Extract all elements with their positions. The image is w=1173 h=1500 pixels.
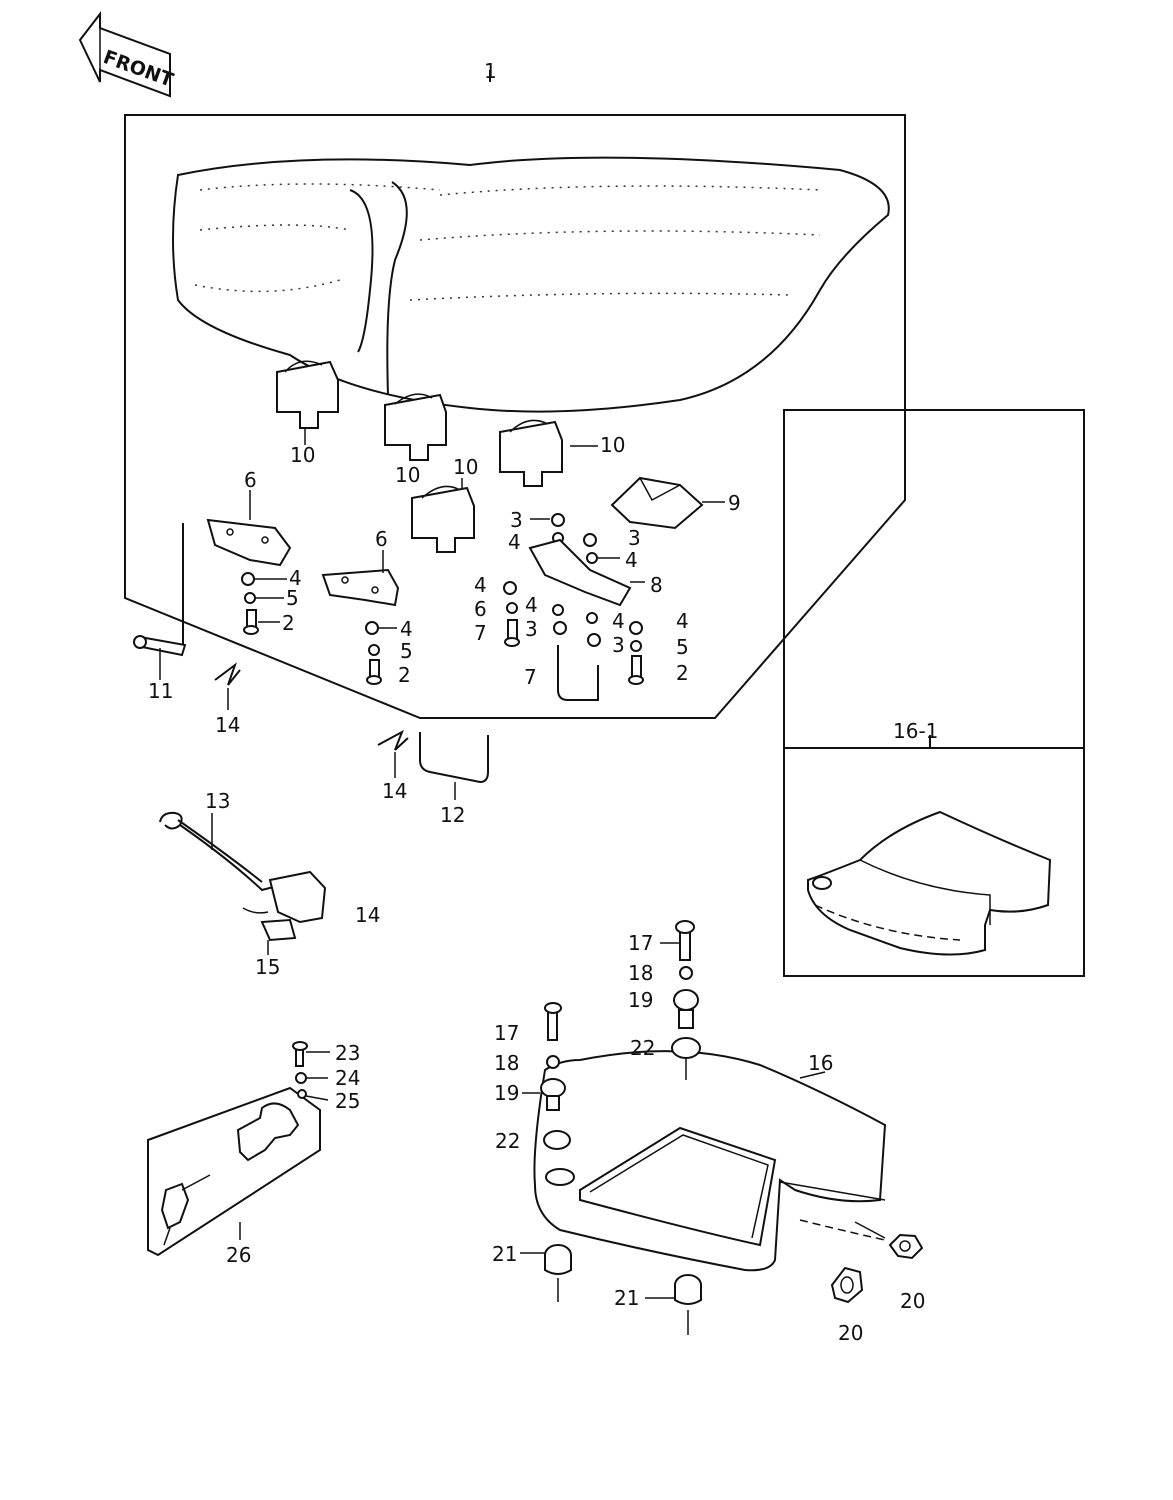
fastener-group-cowl-left xyxy=(522,1002,571,1150)
callout-10: 10 xyxy=(395,463,420,487)
callout-16: 16 xyxy=(808,1051,833,1075)
callout-9: 9 xyxy=(728,491,741,515)
clip-lower xyxy=(377,729,409,751)
callout-18: 18 xyxy=(628,961,653,985)
callout-21: 21 xyxy=(614,1286,639,1310)
callout-4: 4 xyxy=(474,573,487,597)
hinge-bracket-left xyxy=(206,518,292,567)
callout-4: 4 xyxy=(289,566,302,590)
callout-6: 6 xyxy=(244,468,257,492)
callout-25: 25 xyxy=(335,1089,360,1113)
clip-left xyxy=(214,662,241,686)
callout-14: 14 xyxy=(382,779,407,803)
callout-24: 24 xyxy=(335,1066,360,1090)
callout-6: 6 xyxy=(474,597,487,621)
callout-13: 13 xyxy=(205,789,230,813)
callout-2: 2 xyxy=(398,663,411,687)
callout-14: 14 xyxy=(215,713,240,737)
front-arrow-icon: FRONT xyxy=(78,11,176,98)
seat-assembly-frame xyxy=(124,114,906,719)
cushion-nut-lower xyxy=(830,1266,864,1304)
callout-16-1: 16-1 xyxy=(893,719,938,743)
callout-10: 10 xyxy=(453,455,478,479)
callout-4: 4 xyxy=(508,530,521,554)
callout-17: 17 xyxy=(628,931,653,955)
seat-latch xyxy=(610,476,704,530)
callout-3: 3 xyxy=(510,508,523,532)
damper-center xyxy=(384,393,447,461)
seat-rod xyxy=(419,732,489,784)
dual-seat xyxy=(172,156,890,413)
callout-4: 4 xyxy=(612,609,625,633)
callout-18: 18 xyxy=(494,1051,519,1075)
callout-5: 5 xyxy=(286,586,299,610)
callout-3: 3 xyxy=(628,526,641,550)
seat-lock-cable xyxy=(159,811,327,942)
fastener-group-mid xyxy=(365,621,397,685)
helmet-lock-plate xyxy=(147,1086,321,1257)
callout-4: 4 xyxy=(525,593,538,617)
callout-6: 6 xyxy=(375,527,388,551)
callout-20: 20 xyxy=(900,1289,925,1313)
cover-box-frame xyxy=(783,747,1085,977)
callout-22: 22 xyxy=(495,1129,520,1153)
fastener-group-center xyxy=(503,513,645,701)
damper-left xyxy=(276,360,339,429)
callout-19: 19 xyxy=(628,988,653,1012)
grommet-left xyxy=(520,1244,572,1302)
damper-lower xyxy=(411,485,475,553)
callout-5: 5 xyxy=(400,639,413,663)
callout-2: 2 xyxy=(676,661,689,685)
fastener-group-left xyxy=(241,572,287,635)
callout-7: 7 xyxy=(524,665,537,689)
callout-23: 23 xyxy=(335,1041,360,1065)
callout-17: 17 xyxy=(494,1021,519,1045)
callout-10: 10 xyxy=(600,433,625,457)
seat-cowl xyxy=(533,1050,887,1272)
callout-26: 26 xyxy=(226,1243,251,1267)
callout-14: 14 xyxy=(355,903,380,927)
hinge-bracket-right xyxy=(321,568,400,607)
single-seat-cover xyxy=(807,810,1052,956)
callout-21: 21 xyxy=(492,1242,517,1266)
callout-19: 19 xyxy=(494,1081,519,1105)
callout-8: 8 xyxy=(650,573,663,597)
hinge-pin xyxy=(133,635,187,657)
callout-11: 11 xyxy=(148,679,173,703)
fastener-group-lock xyxy=(292,1041,330,1101)
callout-5: 5 xyxy=(676,635,689,659)
callout-10: 10 xyxy=(290,443,315,467)
grommet-right xyxy=(645,1274,702,1335)
callout-7: 7 xyxy=(474,621,487,645)
callout-4: 4 xyxy=(400,617,413,641)
cushion-nut-right xyxy=(854,1221,924,1260)
fastener-group-cowl-upper xyxy=(660,920,701,1080)
callout-2: 2 xyxy=(282,611,295,635)
callout-labels: 1 10 10 10 10 9 6 6 4 5 2 4 5 2 3 4 3 4 … xyxy=(148,59,938,1345)
callout-1: 1 xyxy=(484,59,497,83)
callout-20: 20 xyxy=(838,1321,863,1345)
callout-4: 4 xyxy=(676,609,689,633)
callout-22: 22 xyxy=(630,1036,655,1060)
damper-right xyxy=(499,419,563,487)
callout-15: 15 xyxy=(255,955,280,979)
callout-3: 3 xyxy=(525,617,538,641)
callout-4: 4 xyxy=(625,548,638,572)
callout-3: 3 xyxy=(612,633,625,657)
callout-12: 12 xyxy=(440,803,465,827)
